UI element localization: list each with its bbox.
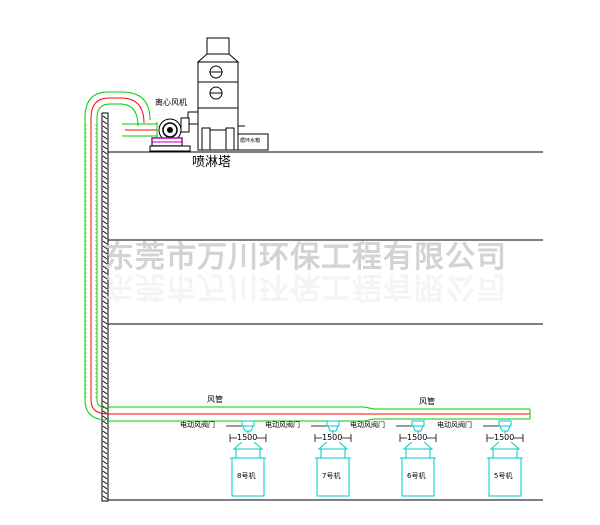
dimension-label: 1500	[407, 433, 428, 442]
valve-label: 电动风阀门	[265, 421, 300, 429]
company-watermark-reflection: 东莞市万川环保工程有限公司	[104, 269, 507, 304]
machine-label: 7号机	[322, 472, 341, 480]
branch-units	[226, 420, 524, 497]
valve-label: 电动风阀门	[180, 421, 215, 429]
horizontal-duct	[108, 406, 531, 422]
dimension-label: 1500	[322, 433, 343, 442]
company-watermark: 东莞市万川环保工程有限公司	[104, 240, 507, 275]
valve-label: 电动风阀门	[437, 421, 472, 429]
building-wall	[101, 112, 109, 502]
branch-unit	[226, 420, 267, 497]
branch-unit	[311, 420, 352, 497]
machine-label: 6号机	[407, 472, 426, 480]
dimension-label: 1500	[237, 433, 258, 442]
spray-tower	[187, 37, 245, 151]
valve-label: 电动风阀门	[350, 421, 385, 429]
centrifugal-fan	[149, 117, 198, 152]
water-tank	[237, 133, 269, 151]
duct-label-1: 风管	[207, 395, 223, 404]
duct-label-2: 风管	[419, 397, 435, 406]
vertical-duct	[84, 91, 157, 421]
pump-label: 循环水箱	[240, 138, 261, 144]
machine-label: 8号机	[237, 472, 256, 480]
branch-unit	[396, 420, 437, 497]
machine-label: 5号机	[494, 472, 513, 480]
tower-label: 喷淋塔	[192, 155, 232, 170]
fan-label: 离心风机	[155, 98, 187, 107]
dimension-label: 1500	[494, 433, 515, 442]
